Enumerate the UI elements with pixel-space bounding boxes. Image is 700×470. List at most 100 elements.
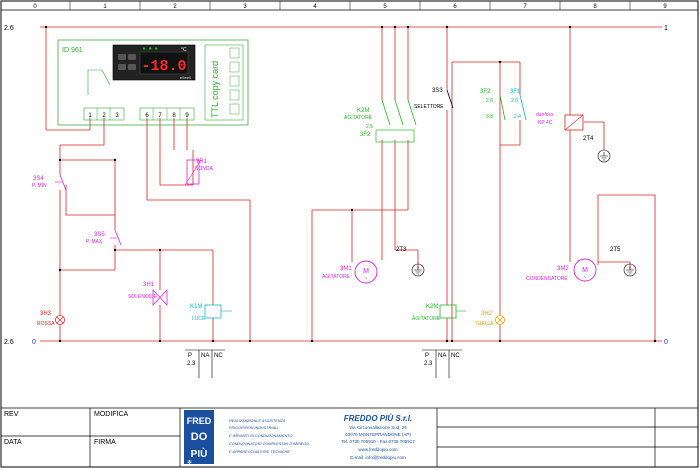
pmax-name: P. MAX xyxy=(86,239,103,245)
controller-model: ID 961 xyxy=(62,47,83,54)
mod-label: MODIFICA xyxy=(94,411,129,418)
terminal-number: 3 xyxy=(115,113,119,119)
crossref-b-na: NA xyxy=(438,353,446,359)
f1-sub2: 2.4 xyxy=(514,114,521,120)
column-number: 7 xyxy=(523,4,527,10)
title-block xyxy=(1,407,698,467)
relay-k1m-luce: K1M LUCE xyxy=(190,304,232,322)
company-address-2: 63076 MONTEPRANDONE (AP) xyxy=(345,432,411,437)
controller-unit: °C xyxy=(181,47,187,53)
coil-k2m-agitatore: K2M AGITATORE xyxy=(412,304,466,322)
k2m-code: K2M xyxy=(357,108,369,114)
controller-button-icon xyxy=(118,54,126,60)
motor-agitatore-name: AGITATORE xyxy=(322,274,351,280)
svg-text:M: M xyxy=(363,268,369,275)
copy-card-label: TTL copy card xyxy=(210,61,220,118)
motor-condensatore-name: CONDENSATORE xyxy=(526,276,568,282)
k2m-coil-code: K2M xyxy=(426,304,438,310)
probe-code: 3R1 xyxy=(196,159,208,165)
motor-agitatore: M ~ 3M1 AGITATORE xyxy=(322,260,378,284)
rail-label-top-left: 2.6 xyxy=(4,25,14,32)
terminal-number: 9 xyxy=(185,113,189,119)
sign-label: FIRMA xyxy=(94,439,116,446)
controller-button-icon xyxy=(128,64,136,70)
earth-label: 2T3 xyxy=(396,247,407,253)
column-number: 6 xyxy=(453,4,457,10)
solenoid-valve: 3H1 SOLENOIDE xyxy=(128,282,168,307)
lamp-gialla: 3H2 GIALLA xyxy=(476,311,505,327)
company-email: E-mail: info@freddopiu.com xyxy=(350,455,406,460)
earth-2t5: 2T5 xyxy=(610,247,637,277)
motor-condensatore: M ~ 3M2 CONDENSATORE xyxy=(526,258,597,282)
earth-2t3: 2T3 xyxy=(396,247,425,277)
company-phone: Tel. 0735 705910 - Fax 0735 705917 xyxy=(341,439,415,444)
terminal-number: 2 xyxy=(102,113,106,119)
solenoid-name: SOLENOIDE xyxy=(128,294,158,300)
rail-label-top-right: 1 xyxy=(664,25,668,32)
k2m-sub2: 3F2 xyxy=(360,132,371,138)
company-web: www.freddopiu.com xyxy=(358,447,398,452)
pmax-code: 3S5 xyxy=(94,232,105,238)
column-number: 3 xyxy=(243,4,247,10)
contactor-k2m-agitatore: K2M AGITATORE 2.5 3F2 xyxy=(344,99,417,143)
company-logo: FRED DO PIÙ ❄ xyxy=(184,410,214,466)
motor-agitatore-code: 3M1 xyxy=(340,266,352,272)
f1-sub1: 2.6 xyxy=(511,98,518,104)
f1-code: 3F1 xyxy=(510,89,521,95)
crossref-a xyxy=(185,349,225,378)
terminal-number: 6 xyxy=(145,113,149,119)
selector-code: 3S3 xyxy=(432,88,443,94)
column-number: 1 xyxy=(103,4,107,10)
earth-label: 2T5 xyxy=(610,247,621,253)
svg-text:M: M xyxy=(582,267,588,274)
column-number: 2 xyxy=(173,4,177,10)
motor-condensatore-code: 3M2 xyxy=(557,266,569,272)
pmin-code: 3S4 xyxy=(33,176,44,182)
lamp-rossa-name: ROSSA xyxy=(37,321,55,327)
crossref-b-ref: 2.3 xyxy=(424,361,433,367)
crossref-b xyxy=(422,349,462,378)
controller-brand: eliwell xyxy=(180,75,191,80)
junction-dots xyxy=(44,25,657,343)
service-line: E APPARECCHIATURE TECNICHE xyxy=(229,450,290,454)
lamp-gialla-code: 3H2 xyxy=(481,311,493,317)
terminal-number: 1 xyxy=(88,113,92,119)
wiring xyxy=(40,26,662,342)
date-label: DATA xyxy=(4,439,22,446)
controller-button-icon xyxy=(128,54,136,60)
svg-text:~: ~ xyxy=(365,276,368,282)
svg-text:~: ~ xyxy=(584,275,587,281)
controller-button-icon xyxy=(118,64,126,70)
crossref-a-p: P xyxy=(188,353,192,359)
selector-name: SELETTORE xyxy=(414,104,444,110)
pressure-switch-brand: danfoss xyxy=(536,112,554,118)
thermal-3f2: 3F2 2.6 3.8 xyxy=(480,89,506,121)
terminal-number: 8 xyxy=(172,113,176,119)
pressostat-pmin: 3S4 P. MIN xyxy=(32,174,67,191)
logo-line-3: PIÙ xyxy=(191,447,208,460)
column-number: 4 xyxy=(313,4,317,10)
terminal-number: 7 xyxy=(158,113,162,119)
column-number: 0 xyxy=(33,4,37,10)
logo-line-2: DO xyxy=(191,431,208,443)
k2m-coil-name: AGITATORE xyxy=(412,316,441,322)
column-number: 8 xyxy=(593,4,597,10)
pressostat-pmax: 3S5 P. MAX xyxy=(86,229,122,246)
crossref-a-na: NA xyxy=(201,353,209,359)
service-line: E IMPIANTI DI CONDIZIONAMENTO xyxy=(229,434,292,438)
rail-label-bottom-right: 0 xyxy=(664,339,668,346)
probe-name: SONDA xyxy=(195,166,213,172)
thermal-3f1: 3F1 2.6 2.4 xyxy=(510,89,527,121)
f2-code: 3F2 xyxy=(480,89,491,95)
column-number: 9 xyxy=(663,4,667,10)
logo-line-1: FRED xyxy=(187,416,212,426)
crossref-b-p: P xyxy=(425,353,429,359)
service-line: REALIZZAZIONI E ASSISTENZA xyxy=(229,419,286,423)
lamp-rossa: 3H3 ROSSA xyxy=(37,311,65,327)
f2-sub1: 2.6 xyxy=(486,98,493,104)
probe-sonda: 3R1 SONDA xyxy=(184,159,213,186)
pressure-switch-model: KP 4C xyxy=(538,120,553,126)
k2m-sub1: 2.5 xyxy=(366,124,373,130)
solenoid-code: 3H1 xyxy=(143,282,155,288)
